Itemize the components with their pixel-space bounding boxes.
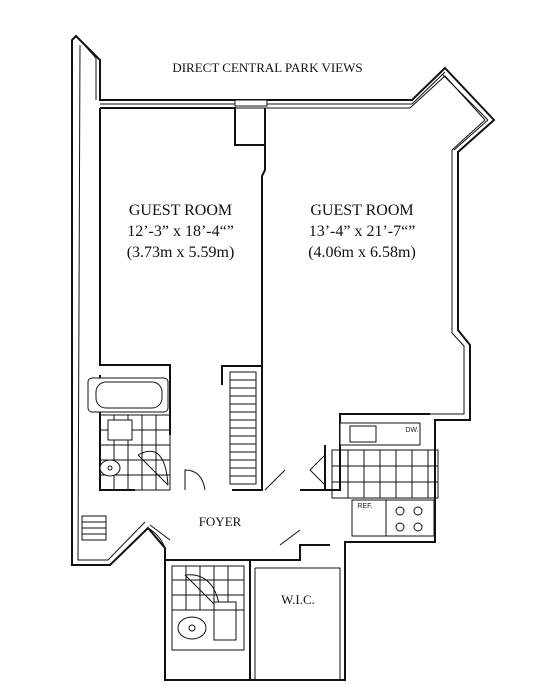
room-dims-metric: (4.06m x 6.58m) (308, 244, 416, 261)
bathtub (87, 377, 169, 413)
kitchen-door-swing (309, 454, 326, 486)
closet-louvre-lines (230, 379, 256, 477)
entry-door (147, 524, 171, 549)
closet-door-swing (279, 529, 301, 546)
room-name: GUEST ROOM (310, 202, 414, 219)
kitchen-tile-grid (332, 450, 438, 498)
bathroom-door-swing (137, 450, 169, 486)
foyer-door-right (264, 469, 286, 491)
stove-burner (395, 506, 405, 516)
room-dims-imperial: 13’-4” x 21’-7“” (308, 223, 416, 240)
bathroom-two-sink (177, 616, 207, 640)
view-label: DIRECT CENTRAL PARK VIEWS (172, 60, 363, 75)
exterior-wall-inner (77, 44, 486, 561)
toilet-tank (107, 419, 133, 441)
bathroom-tile-grid (100, 415, 170, 490)
window-strip (100, 67, 495, 153)
room-name: GUEST ROOM (128, 202, 233, 219)
refrigerator (351, 499, 387, 537)
foyer-door-left (184, 469, 206, 491)
stove-burner (413, 506, 423, 516)
angled-window-bay-left (75, 35, 101, 100)
wic-label: W.I.C. (281, 592, 315, 607)
foyer-louvre-lines (82, 521, 106, 535)
kitchen-counter-upper (339, 422, 421, 446)
bathroom-two-tile-grid (172, 566, 244, 610)
bathtub-basin (95, 381, 163, 409)
bathroom-two-counter (171, 609, 245, 651)
window-mullion (234, 99, 268, 107)
room-dims-metric: (3.73m x 5.59m) (126, 244, 235, 261)
guest-room-2-label: GUEST ROOM 13’-4” x 21’-7“” (4.06m x 6.5… (282, 200, 442, 263)
bathroom-two-sink-drain (188, 624, 196, 632)
bathroom-two-toilet (213, 601, 237, 641)
walk-in-closet-wall (254, 567, 341, 680)
kitchen-sink (349, 425, 377, 443)
stove-burner (413, 522, 423, 532)
refrigerator-label: REF. (357, 503, 373, 510)
bathroom-tile-floor (99, 414, 171, 491)
foyer-label: FOYER (198, 514, 242, 529)
exterior-wall (71, 34, 496, 681)
kitchen-tile-floor (331, 449, 439, 499)
room-dims-imperial: 12’-3” x 18’-4“” (127, 223, 234, 240)
sink-bowl (99, 459, 121, 477)
bathroom-two-wall (165, 544, 330, 680)
sink-drain (107, 465, 113, 471)
guest-room-1-label: GUEST ROOM 12’-3” x 18’-4“” (3.73m x 5.5… (103, 200, 258, 263)
dishwasher-label: DW. (405, 427, 419, 434)
stove-burner (395, 522, 405, 532)
